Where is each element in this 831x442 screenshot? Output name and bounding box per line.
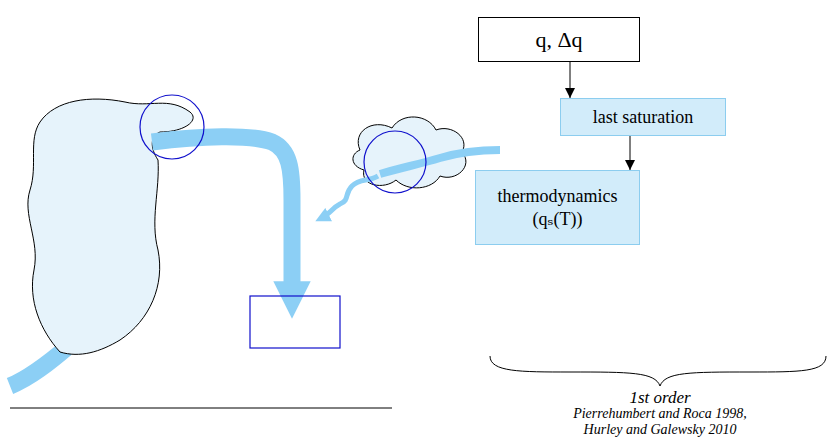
flow-arrow bbox=[322, 176, 378, 218]
highlight-circle bbox=[364, 131, 426, 193]
arrow-connector bbox=[630, 136, 631, 170]
brace bbox=[490, 356, 826, 386]
variable-box: q, Δq bbox=[478, 17, 640, 62]
highlight-circle bbox=[140, 95, 204, 159]
process-box: thermodynamics (qₛ(T)) bbox=[475, 170, 640, 245]
node-text: q, Δq bbox=[535, 26, 582, 54]
order-note: 1st order bbox=[560, 388, 760, 408]
process-box: last saturation bbox=[560, 98, 726, 136]
node-text: thermodynamics (qₛ(T)) bbox=[488, 185, 628, 230]
flow-band bbox=[152, 137, 292, 300]
target-region bbox=[250, 296, 340, 348]
ground-line bbox=[10, 408, 392, 409]
node-text: last saturation bbox=[593, 106, 693, 129]
citation: Pierrehumbert and Roca 1998, Hurley and … bbox=[554, 406, 766, 438]
arrow-connector bbox=[570, 62, 571, 98]
